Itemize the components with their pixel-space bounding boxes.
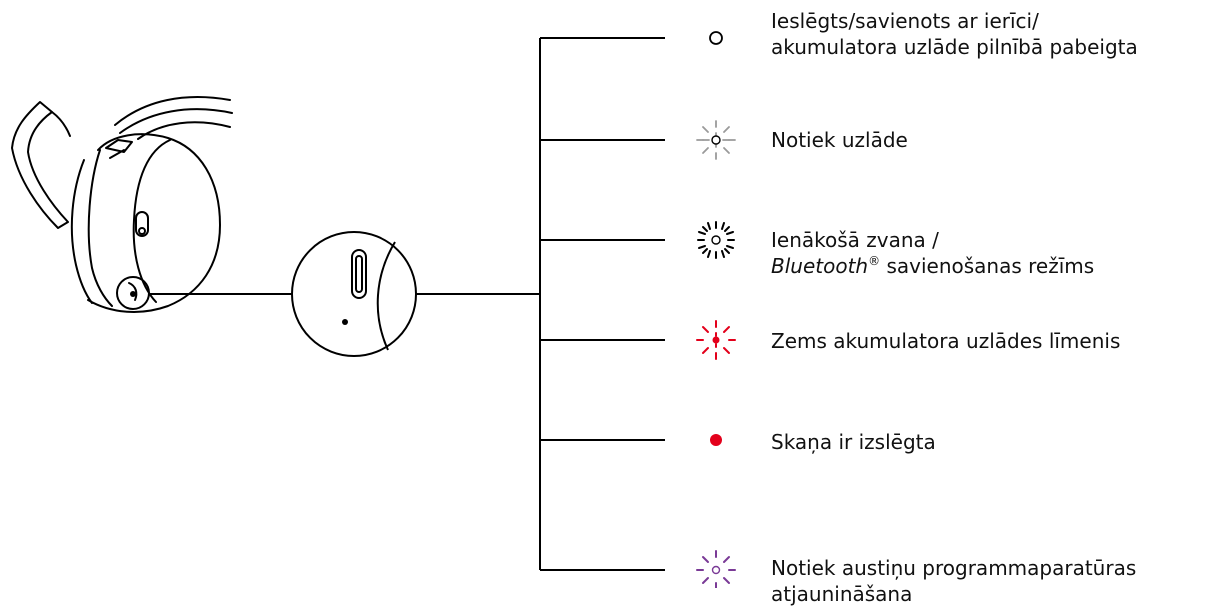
purple-blink-icon	[696, 550, 736, 588]
label-on-line2: akumulatora uzlāde pilnībā pabeigta	[771, 35, 1138, 59]
zoom-detail	[291, 231, 417, 357]
label-firmware-line1: Notiek austiņu programmaparatūras	[771, 556, 1137, 580]
white-pulse-icon	[696, 120, 736, 160]
label-on-line1: Ieslēgts/savienots ar ierīci/	[771, 9, 1039, 33]
white-ring-icon	[709, 31, 723, 45]
label-charging: Notiek uzlāde	[771, 127, 908, 153]
label-pairing-line2-rest: savienošanas režīms	[880, 254, 1095, 278]
label-battery: Zems akumulatora uzlādes līmenis	[771, 328, 1120, 354]
white-blink-icon	[697, 221, 735, 259]
bluetooth-word: Bluetooth	[771, 254, 869, 278]
bracket	[539, 37, 665, 571]
label-mute-line1: Skaņa ir izslēgta	[771, 430, 936, 454]
label-pairing-line1: Ienākošā zvana /	[771, 228, 939, 252]
label-pairing: Ienākošā zvana / Bluetooth® savienošanas…	[771, 227, 1094, 279]
label-charging-line1: Notiek uzlāde	[771, 128, 908, 152]
red-dot-icon	[710, 434, 722, 446]
registered-mark: ®	[868, 254, 881, 268]
label-battery-line1: Zems akumulatora uzlādes līmenis	[771, 329, 1121, 353]
headset-illustration	[11, 96, 233, 313]
red-blink-icon	[696, 320, 736, 360]
label-mute: Skaņa ir izslēgta	[771, 429, 936, 455]
label-firmware-line2: atjaunināšana	[771, 582, 913, 606]
label-firmware: Notiek austiņu programmaparatūras atjaun…	[771, 555, 1136, 607]
label-on: Ieslēgts/savienots ar ierīci/ akumulator…	[771, 8, 1138, 60]
label-pairing-line2: Bluetooth® savienošanas režīms	[771, 253, 1094, 279]
led-status-diagram	[11, 31, 736, 588]
